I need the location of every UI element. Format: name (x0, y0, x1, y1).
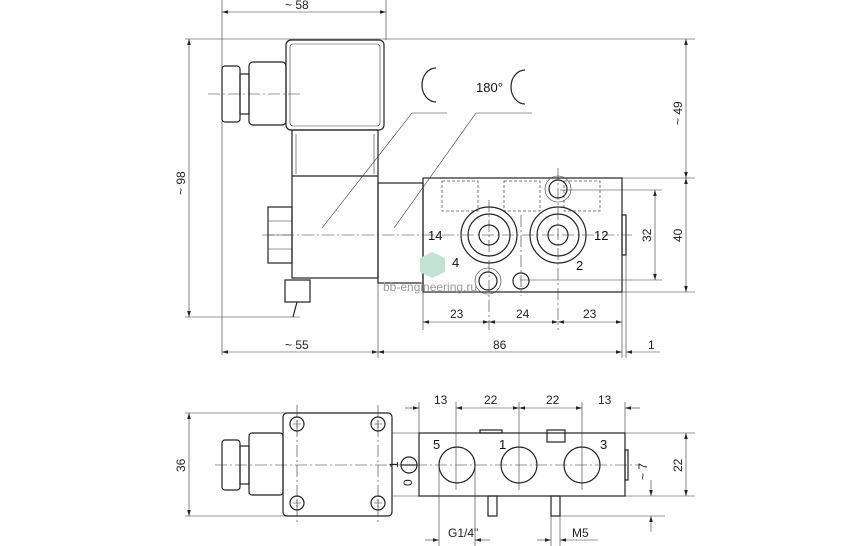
rotate-arrow-icon (510, 69, 526, 105)
dim-label: 23 (583, 307, 597, 321)
top-view: 180° 14 12 4 2 bb-engineering.ru 23 24 2… (174, 0, 695, 358)
watermark: bb-engineering.ru (383, 280, 477, 294)
pin (487, 495, 498, 517)
rotate-arrow-icon (421, 67, 437, 103)
coil-head (285, 39, 385, 131)
pin (550, 495, 561, 517)
coil-body (291, 129, 379, 279)
dim-label: 40 (671, 228, 685, 242)
port-label: 4 (452, 255, 459, 270)
bottom-view: 36 1 0 5 1 3 13 22 22 13 22 ~ 7 G1/4" M5 (174, 393, 695, 546)
dim-label: ~ 58 (285, 0, 309, 12)
dim-label: 24 (516, 307, 530, 321)
dim-label: M5 (572, 526, 589, 540)
dim-label: ~ 98 (174, 171, 188, 195)
stem (377, 182, 424, 284)
port-label: 2 (576, 258, 583, 273)
watermark-logo (420, 252, 445, 278)
connector-body (248, 432, 284, 496)
connector-body (248, 61, 287, 126)
dim-label: ~ 55 (285, 338, 309, 352)
dim-label: 13 (598, 393, 612, 407)
valve-block-bottom (418, 432, 626, 497)
dim-label: 32 (640, 228, 654, 242)
port-label: 12 (594, 228, 608, 243)
dim-label: 22 (484, 393, 498, 407)
dim-label: 36 (174, 458, 188, 472)
rotation-label: 180° (476, 80, 503, 95)
port-label: 1 (499, 437, 506, 452)
dim-label: ~ 7 (636, 463, 650, 480)
dim-label: 22 (671, 458, 685, 472)
dim-label: 1 (648, 338, 655, 352)
port-label: 3 (600, 437, 607, 452)
dim-label: ~ 49 (671, 101, 685, 125)
switch-label: 0 (401, 479, 415, 486)
switch-label: 1 (387, 461, 401, 468)
dim-label: 22 (546, 393, 560, 407)
port-label: 5 (433, 437, 440, 452)
port-label: 14 (428, 228, 442, 243)
dim-label: 86 (493, 338, 507, 352)
coil-square (282, 412, 393, 517)
dim-label: 23 (450, 307, 464, 321)
dim-label: G1/4" (448, 526, 478, 540)
plug-lead (284, 279, 311, 303)
dim-label: 13 (434, 393, 448, 407)
